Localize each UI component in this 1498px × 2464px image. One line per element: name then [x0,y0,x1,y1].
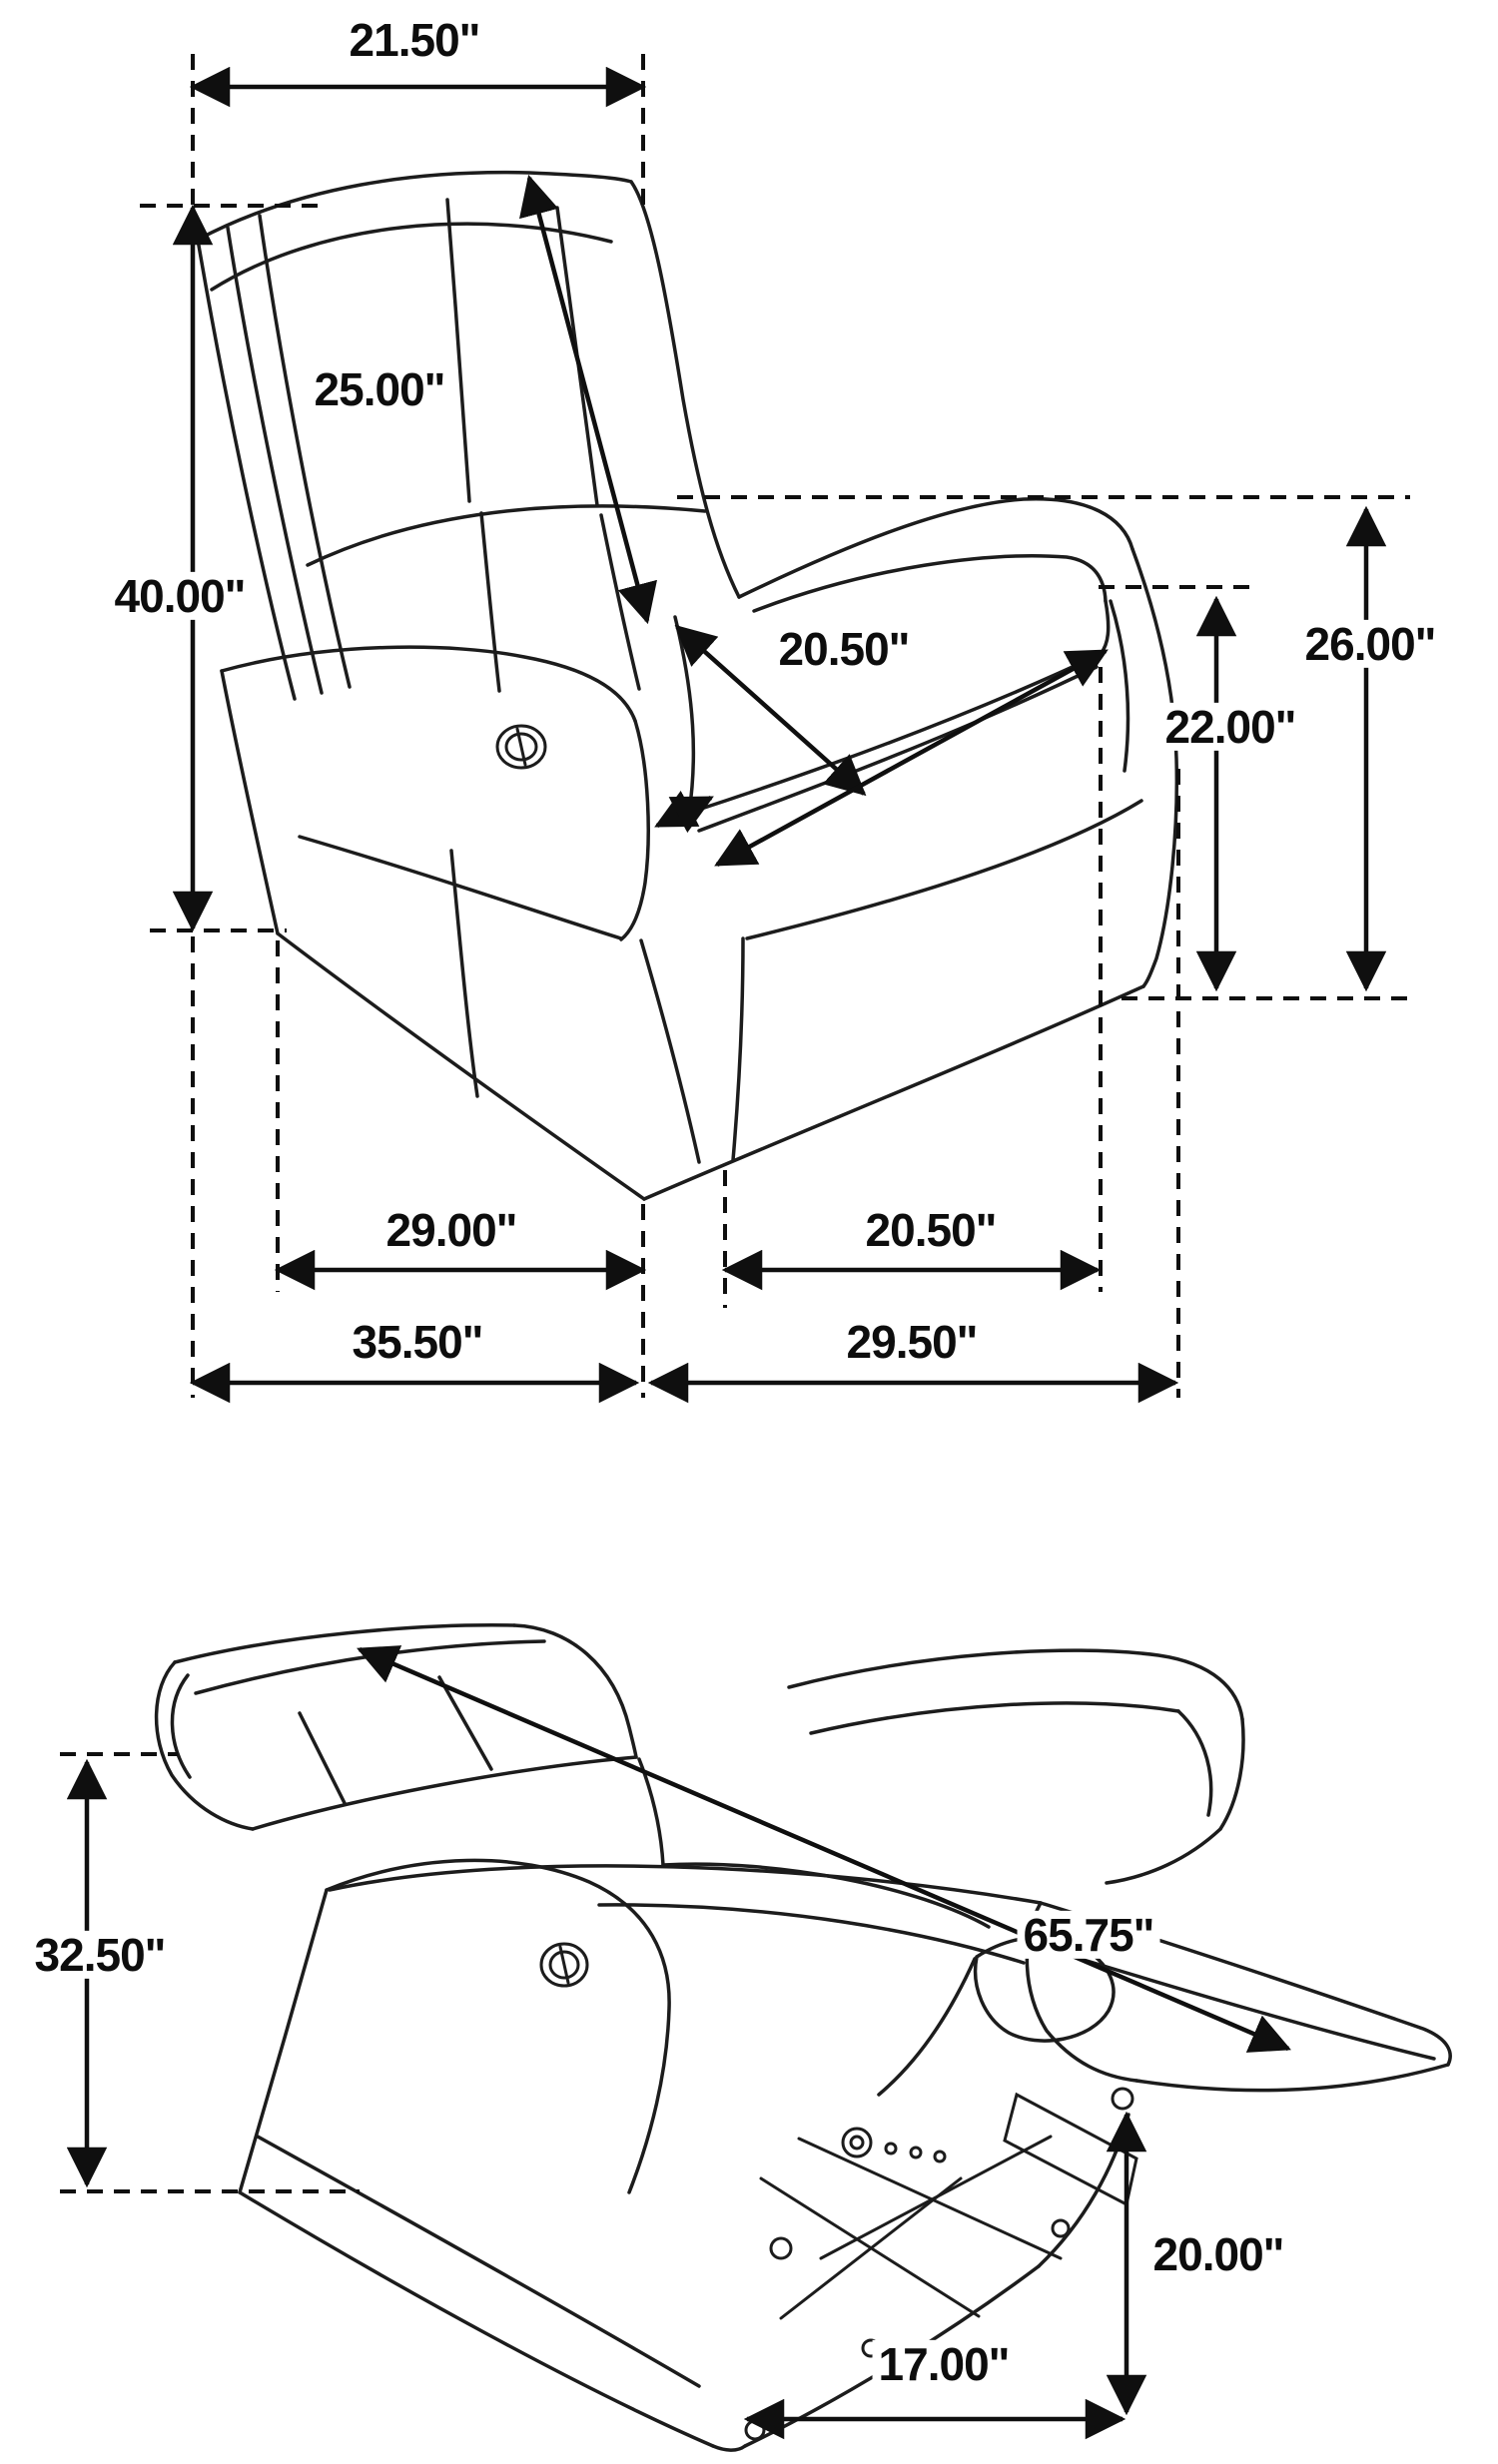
right-armrest [737,496,1179,988]
power-button [495,724,547,770]
reclined-left-armrest [238,1858,701,2388]
arm-thickness-arrow [654,790,714,834]
chair-reclined-drawing [154,1623,1452,2452]
dimension-lines-upright [140,54,1410,1404]
dim-label-overall-height: 40.00" [108,572,252,620]
dim-label-base-depth: 29.00" [379,1206,523,1254]
dim-label-seat-width: 20.50" [859,1206,1003,1254]
dim-seat-back-height [1099,585,1250,992]
figure-reclined [60,1623,1452,2452]
dim-overall-width [647,769,1180,1404]
dim-reclined-length [357,1645,1291,2053]
figure-upright [140,54,1410,1404]
left-armrest [220,645,650,1098]
reclined-right-armrest [787,1648,1245,1885]
dim-label-footrest-height: 20.00" [1146,2230,1290,2278]
dim-seat-width [721,667,1103,1308]
dim-label-footrest-extension: 17.00" [872,2340,1016,2388]
dim-label-back-length: 25.00" [308,365,451,413]
reclined-power-button [539,1942,589,1988]
backrest [196,170,741,701]
dim-overall-height [140,204,322,932]
dim-label-overall-width: 29.50" [840,1318,984,1366]
dim-back-length [518,174,658,625]
chair-upright-drawing [196,170,1179,1201]
dim-label-seat-depth: 20.50" [772,625,916,673]
dim-label-arm-height: 26.00" [1298,620,1442,668]
dim-label-overall-depth: 35.50" [346,1318,489,1366]
dim-label-seat-back-height: 22.00" [1158,703,1302,751]
dim-label-back-width: 21.50" [343,16,486,64]
seat-width-diagonal-arrow [714,649,1109,867]
base [276,799,1145,1201]
dimension-lines-reclined [60,1645,1291,2440]
dim-label-reclined-length: 65.75" [1017,1911,1160,1959]
dim-label-reclined-height: 32.50" [28,1931,172,1979]
dim-base-depth [274,940,647,1398]
dim-overall-depth [189,936,640,1404]
dim-arm-height [677,495,1410,1000]
